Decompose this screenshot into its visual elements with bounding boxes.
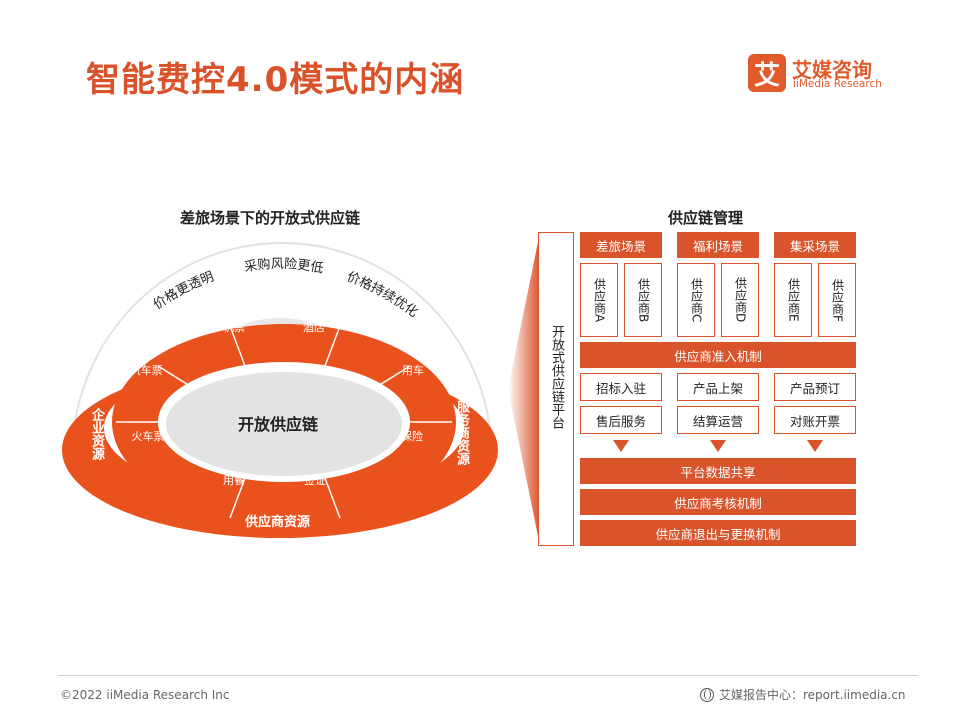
brand-logo: 艾 艾媒咨询 iiMedia Research — [748, 54, 898, 94]
service-booking: 产品预订 — [774, 373, 856, 401]
platform-bar: 开放式供应链平台 — [538, 232, 574, 546]
supplier-access-mechanism: 供应商准入机制 — [580, 342, 856, 368]
right-heading: 供应链管理 — [668, 209, 744, 227]
supplier-evaluation-mechanism: 供应商考核机制 — [580, 489, 856, 515]
service-invoicing: 对账开票 — [774, 406, 856, 434]
platform-data-sharing: 平台数据共享 — [580, 458, 856, 484]
footer-copyright: ©2022 iiMedia Research Inc — [60, 688, 230, 702]
supplier-e: 供应商E — [774, 263, 812, 337]
connector-wedge — [508, 232, 540, 546]
platform-label: 开放式供应链平台 — [549, 325, 564, 429]
svg-text:采购风险更低: 采购风险更低 — [243, 256, 324, 277]
center-label: 开放供应链 — [238, 415, 319, 434]
logo-mark: 艾 — [748, 54, 786, 92]
supplier-f: 供应商F — [818, 263, 856, 337]
scene-travel: 差旅场景 — [580, 232, 662, 258]
arc-label-1: 价格更透明 — [151, 269, 216, 312]
center-area — [166, 372, 402, 476]
service-provider-resource-label: 服务商资源 — [454, 400, 469, 465]
logo-name-en: iiMedia Research — [793, 78, 882, 90]
supplier-exit-mechanism: 供应商退出与更换机制 — [580, 520, 856, 546]
ring-item-hotel: 酒店 — [303, 320, 325, 334]
footer-divider — [58, 675, 918, 676]
left-heading: 差旅场景下的开放式供应链 — [180, 209, 361, 227]
enterprise-resource-label: 企业资源 — [89, 408, 104, 460]
ring-item-flight: 机票 — [223, 320, 245, 334]
ring-item-car: 用车 — [402, 363, 424, 377]
bottom-resource-label: 供应商资源 — [244, 514, 310, 530]
scene-welfare: 福利场景 — [677, 232, 759, 258]
globe-icon — [700, 687, 714, 702]
ring-item-insurance: 保险 — [401, 429, 423, 443]
ring-item-dining: 用餐 — [223, 473, 245, 487]
supplier-c: 供应商C — [677, 263, 715, 337]
arc-label-3: 价格持续优化 — [344, 270, 420, 321]
service-listing: 产品上架 — [677, 373, 759, 401]
ring-item-visa: 签证 — [304, 473, 326, 487]
dome-outline — [71, 242, 493, 459]
arc-label-2: 采购风险更低 — [243, 256, 324, 277]
down-arrow-icon — [613, 440, 629, 452]
service-after-sales: 售后服务 — [580, 406, 662, 434]
ring-item-train: 火车票 — [132, 429, 165, 443]
svg-text:价格持续优化: 价格持续优化 — [344, 270, 420, 321]
footer-source: 艾媒报告中心：report.iimedia.cn — [700, 686, 906, 703]
service-bidding: 招标入驻 — [580, 373, 662, 401]
footer-source-text[interactable]: 艾媒报告中心：report.iimedia.cn — [719, 688, 906, 702]
ring-item-bus: 汽车票 — [130, 363, 163, 377]
down-arrow-icon — [710, 440, 726, 452]
supplier-d: 供应商D — [721, 263, 759, 337]
service-settlement: 结算运营 — [677, 406, 759, 434]
scene-procurement: 集采场景 — [774, 232, 856, 258]
supplier-b: 供应商B — [624, 263, 662, 337]
logo-name-cn: 艾媒咨询 — [792, 58, 872, 82]
arc-labels: 价格更透明 — [151, 269, 216, 312]
supplier-a: 供应商A — [580, 263, 618, 337]
open-supply-chain-diagram: 价格更透明 采购风险更低 价格持续优化 机票 酒店 用车 保险 签证 用餐 火车… — [62, 242, 498, 538]
ring-dividers — [116, 325, 452, 519]
down-arrow-icon — [807, 440, 823, 452]
page-title: 智能费控4.0模式的内涵 — [86, 60, 465, 100]
